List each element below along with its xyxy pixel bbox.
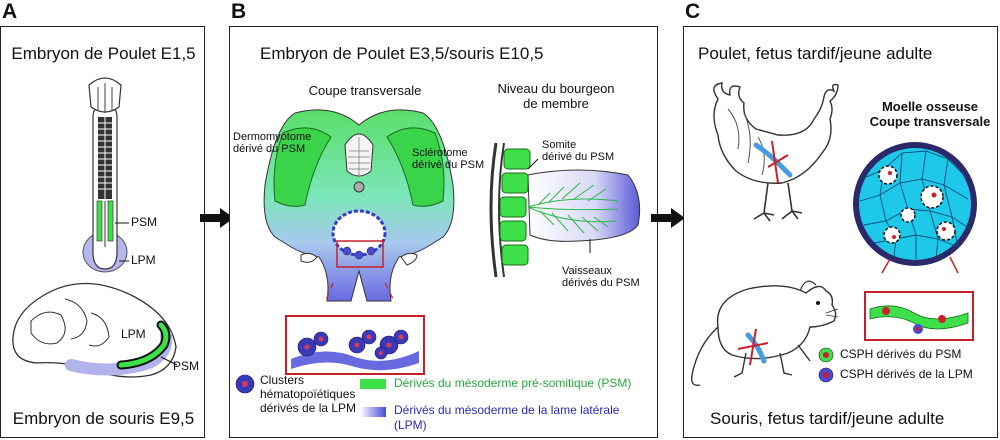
legend-lpm-swatch (360, 407, 386, 417)
marrow-zoom (864, 291, 974, 341)
bone-marrow-section (853, 142, 977, 274)
sclerotome-label: Sclérotome dérivé du PSM (412, 147, 485, 171)
mouse-bone (745, 332, 767, 364)
panel-a-title-top: Embryon de Poulet E1,5 (11, 44, 196, 63)
legend-cluster-icon (235, 374, 255, 394)
aorta (331, 209, 387, 257)
legend-hsc-lpm-label: CSPH dérivés de la LPM (840, 367, 973, 381)
limb-level-title: Niveau du bourgeon de membre (497, 81, 615, 111)
chicken-icon (713, 82, 839, 222)
limb-bud (489, 142, 641, 278)
panel-a: Embryon de Poulet E1,5 PSM LPM (0, 26, 205, 438)
marrow-title: Moelle osseuse Coupe transversale (869, 99, 991, 129)
somite-blocks (499, 148, 531, 266)
panel-a-title-bottom: Embryon de souris E9,5 (12, 409, 195, 428)
panel-a-letter: A (2, 0, 18, 23)
arrow-b-to-c-icon (651, 208, 685, 228)
somite-label: Somite dérivé du PSM (542, 139, 615, 163)
psm-right (107, 200, 114, 242)
vessels-label: Vaisseaux dérivés du PSM (562, 265, 640, 289)
dermomyotome-label: Dermomyotome dérivé du PSM (233, 131, 312, 155)
legend-hsc-lpm-icon (818, 367, 834, 383)
panel-b-letter: B (231, 0, 247, 23)
psm-label-chick: PSM (131, 215, 158, 229)
mouse-embryo-body (12, 282, 177, 378)
chick-embryo-e15 (82, 77, 129, 273)
psm-label-mouse: PSM (173, 359, 200, 373)
mouse-embryo-e95 (12, 282, 178, 378)
panel-c-title-top: Poulet, fetus tardif/jeune adulte (698, 44, 933, 63)
lpm-label-chick: LPM (131, 253, 156, 267)
legend-lpm-label: Dérivés du mésoderme de la lame latérale… (394, 403, 620, 432)
notochord (353, 181, 365, 193)
limb-mesenchyme (527, 169, 641, 242)
panel-c: Poulet, fetus tardif/jeune adulte Moelle… (683, 26, 998, 438)
panel-b: Embryon de Poulet E3,5/souris E10,5 Coup… (229, 26, 658, 438)
chicken-bone (753, 142, 793, 178)
lpm-label-mouse: LPM (121, 327, 146, 341)
section-title: Coupe transversale (308, 83, 422, 98)
cluster-zoom (285, 315, 425, 375)
panel-c-letter: C (685, 0, 701, 23)
arrow-a-to-b-icon (200, 208, 234, 228)
dermomyotome-right (386, 127, 445, 207)
dermomyotome-left (273, 127, 332, 207)
section-zoom-box (336, 240, 384, 268)
transverse-section (263, 109, 455, 304)
panel-c-title-bottom: Souris, fetus tardif/jeune adulte (710, 409, 945, 428)
panel-b-title: Embryon de Poulet E3,5/souris E10,5 (260, 44, 544, 63)
legend-clusters-label: Clusters hématopoïétiques dérivés de la … (260, 373, 357, 415)
psm-left (96, 200, 103, 242)
legend-psm-label: Dérivés du mésoderme pré-somitique (PSM) (394, 376, 632, 390)
legend-hsc-psm-icon (818, 347, 834, 363)
legend-hsc-psm-label: CSPH dérivés du PSM (840, 347, 962, 361)
mouse-icon (690, 280, 839, 386)
legend-psm-swatch (360, 379, 386, 389)
psm-vessels (527, 182, 619, 234)
